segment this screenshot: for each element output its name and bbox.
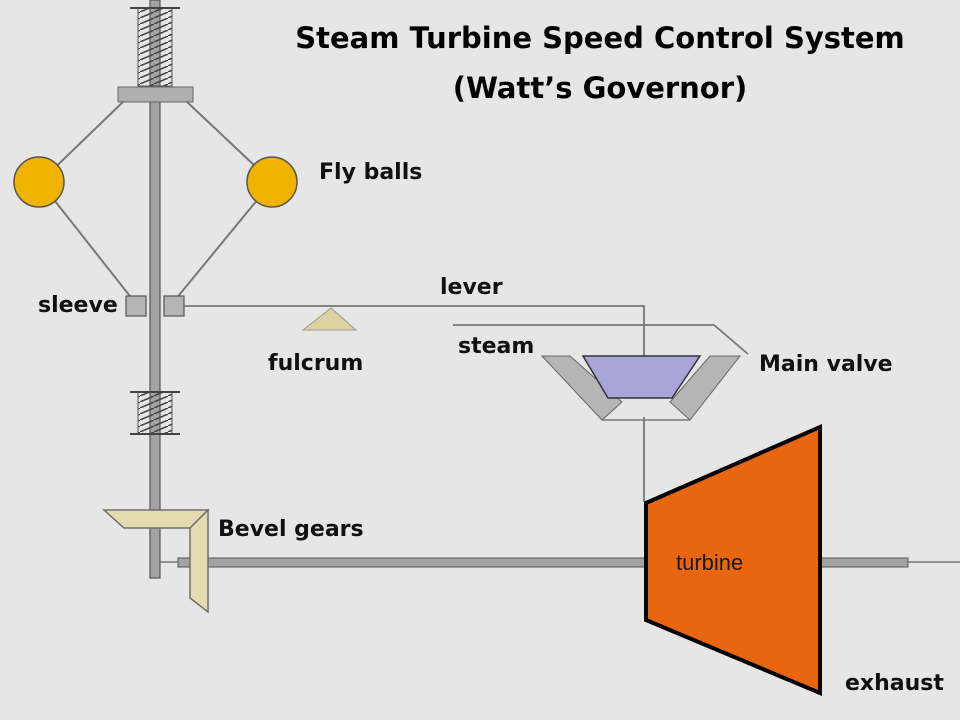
diagram-title: Steam Turbine Speed Control System xyxy=(295,21,905,55)
fulcrum-label: fulcrum xyxy=(268,351,364,376)
main-valve-body xyxy=(540,355,742,421)
lever-linkage xyxy=(184,305,645,502)
steam-label: steam xyxy=(458,334,535,359)
lower-spring-icon xyxy=(130,391,180,435)
top-spring-icon xyxy=(130,7,180,87)
bevel-gears-icon xyxy=(102,508,210,614)
governor-spindle xyxy=(149,0,161,579)
turbine-icon xyxy=(644,423,822,697)
diagram-subtitle: (Watt’s Governor) xyxy=(452,71,748,105)
main-valve-label: Main valve xyxy=(759,352,893,377)
steam-pipe xyxy=(453,324,749,355)
exhaust-label: exhaust xyxy=(845,671,944,696)
left-fly-ball-icon xyxy=(13,156,65,208)
fly-balls-label: Fly balls xyxy=(319,160,423,185)
turbine-label: turbine xyxy=(676,550,744,575)
lever-label: lever xyxy=(440,275,503,300)
bevel-gears-label: Bevel gears xyxy=(218,517,364,542)
sleeve-label: sleeve xyxy=(38,293,118,318)
main-valve-plug-icon xyxy=(581,355,702,399)
turbine-shaft xyxy=(160,557,960,568)
right-fly-ball-icon xyxy=(246,156,298,208)
top-collar xyxy=(117,86,194,103)
fulcrum-icon xyxy=(301,307,358,331)
sleeve-icon xyxy=(125,295,185,317)
